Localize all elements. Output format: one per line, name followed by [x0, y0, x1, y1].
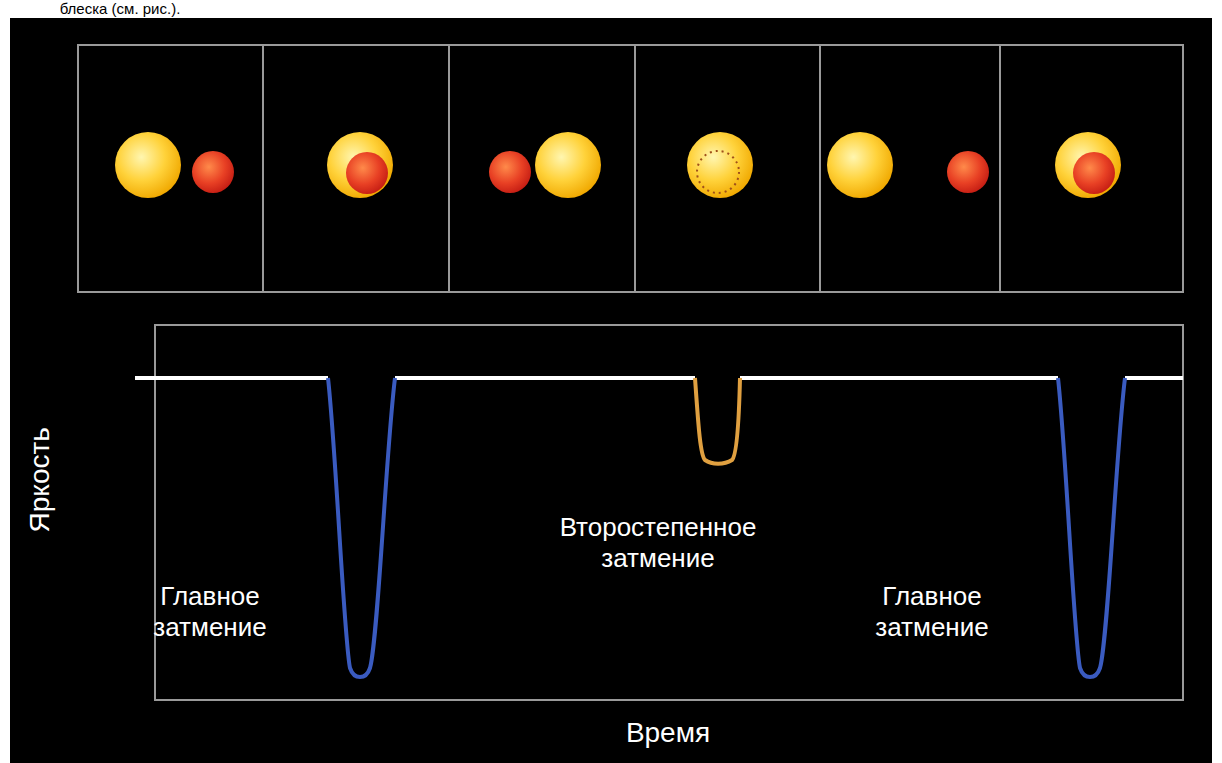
- stars: [115, 132, 1121, 198]
- eclipse-label: Главное затмение: [135, 581, 285, 643]
- eclipse-label: Второстепенное затмение: [543, 512, 773, 574]
- cropped-note: блеска (см. рис.).: [0, 0, 240, 18]
- light-curve: [135, 378, 1183, 677]
- background: [10, 18, 1212, 763]
- phase-panels: [78, 45, 1183, 292]
- axis-label: Время: [568, 716, 768, 750]
- axis-label: Яркость: [23, 380, 57, 580]
- eclipse-label: Главное затмение: [857, 581, 1007, 643]
- chart-frame: [155, 325, 1183, 700]
